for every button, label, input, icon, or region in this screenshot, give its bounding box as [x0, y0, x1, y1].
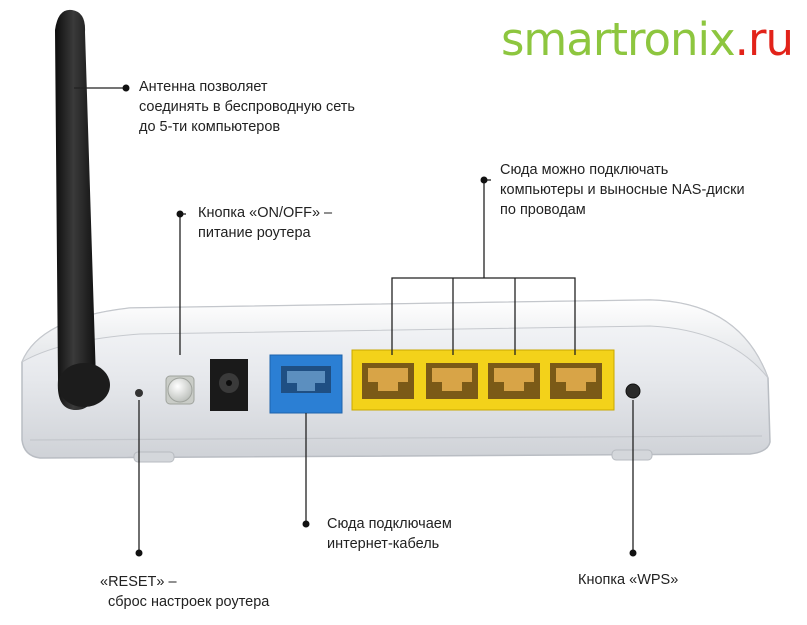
callout-wan: Сюда подключаем интернет-кабель: [327, 514, 452, 554]
callout-power: Кнопка «ON/OFF» – питание роутера: [198, 203, 332, 243]
callout-power-line: питание роутера: [198, 223, 332, 243]
wps-button[interactable]: [626, 384, 640, 398]
callout-wps: Кнопка «WPS»: [578, 570, 678, 590]
callout-lan-line: Сюда можно подключать: [500, 160, 745, 180]
lan-panel: [352, 350, 614, 410]
lan-port[interactable]: [488, 363, 540, 399]
callout-antenna: Антенна позволяет соединять в беспроводн…: [139, 77, 355, 137]
lan-port[interactable]: [362, 363, 414, 399]
wan-port[interactable]: [270, 355, 342, 413]
callout-reset: «RESET» – сброс настроек роутера: [100, 572, 269, 612]
lan-port[interactable]: [426, 363, 478, 399]
callout-antenna-line: Антенна позволяет: [139, 77, 355, 97]
callout-wps-line: Кнопка «WPS»: [578, 570, 678, 590]
lan-port[interactable]: [550, 363, 602, 399]
callout-wan-line: Сюда подключаем: [327, 514, 452, 534]
callout-wan-line: интернет-кабель: [327, 534, 452, 554]
power-button[interactable]: [166, 376, 194, 404]
callout-lan-line: компьютеры и выносные NAS-диски: [500, 180, 745, 200]
callout-antenna-line: до 5-ти компьютеров: [139, 117, 355, 137]
callout-antenna-line: соединять в беспроводную сеть: [139, 97, 355, 117]
power-jack: [210, 359, 248, 411]
reset-hole[interactable]: [135, 389, 143, 397]
callout-power-line: Кнопка «ON/OFF» –: [198, 203, 332, 223]
callout-reset-line: сброс настроек роутера: [100, 592, 269, 612]
callout-lan-line: по проводам: [500, 200, 745, 220]
callout-lan: Сюда можно подключать компьютеры и вынос…: [500, 160, 745, 220]
callout-reset-line: «RESET» –: [100, 572, 269, 592]
